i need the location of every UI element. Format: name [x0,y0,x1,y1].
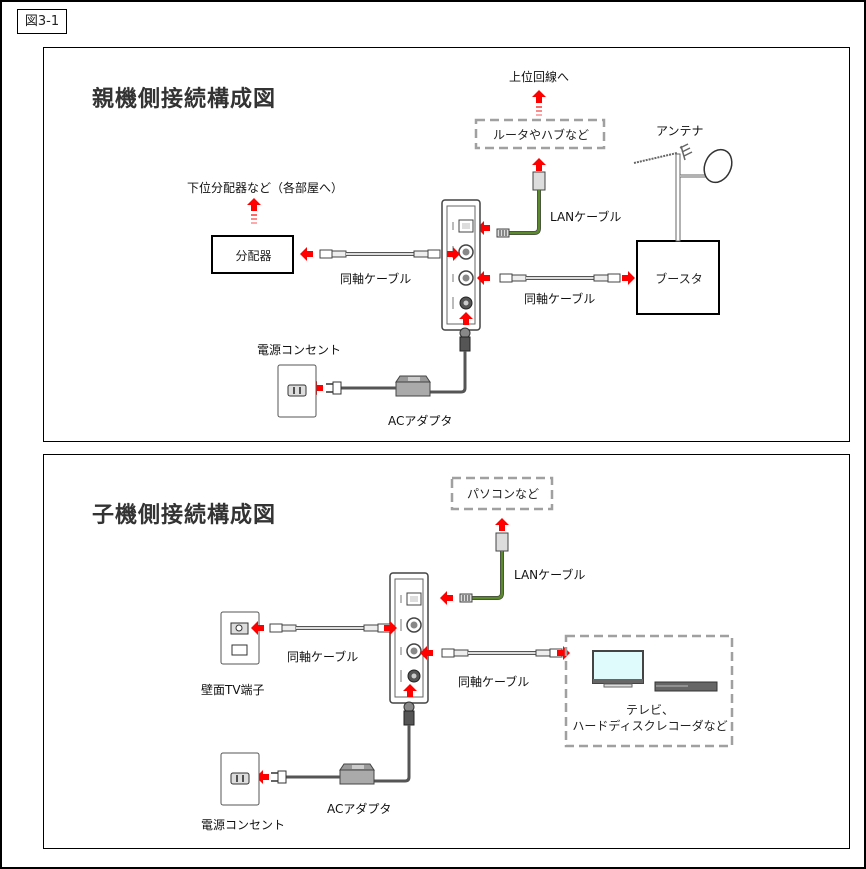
router-arrow [532,158,546,171]
parent-connection-panel: 親機側接続構成図 上位回線へ ルータやハブなど アンテナ LANケーブル 下位分… [43,47,850,442]
pc-label: パソコンなど [466,487,539,501]
lan-plug-side [459,593,473,603]
coax-cable-left [268,622,392,634]
lan-cable-label: LANケーブル [514,568,586,582]
figure-label: 図3-1 [17,9,67,34]
router-label: ルータやハブなど [492,128,589,142]
tv-arrow [557,646,570,660]
ac-adapter-label: ACアダプタ [327,802,392,816]
downstream-arrow [247,198,261,211]
coax-right-label: 同軸ケーブル [524,292,596,306]
wall-tv-label: 壁面TV端子 [201,683,265,697]
recorder-icon [654,681,718,692]
lan-cable [509,190,541,235]
lan-cable-label: LANケーブル [550,210,622,224]
coax-cable-right [498,272,622,284]
child-device [389,572,429,704]
antenna-label: アンテナ [656,124,704,138]
upstream-label: 上位回線へ [509,70,570,84]
coax-cable-right [440,647,564,659]
downstream-label: 下位分配器など（各部屋へ） [187,181,344,195]
tv-label-line2: ハードディスクレコーダなど [572,719,728,733]
lan-plug-top [532,171,546,191]
pc-box [450,476,554,511]
outlet-label: 電源コンセント [257,343,342,357]
child-panel-title: 子機側接続構成図 [92,503,277,528]
tv-icon [592,650,644,688]
outlet-label: 電源コンセント [201,818,286,832]
coax-right-label: 同軸ケーブル [458,675,530,689]
splitter-arrow [300,247,313,261]
coax-left-label: 同軸ケーブル [287,650,359,664]
parent-device [441,199,481,331]
parent-panel-title: 親機側接続構成図 [92,87,277,112]
upstream-arrow [532,90,546,103]
splitter-box [211,235,294,274]
parent-diagram-graphics [211,90,733,418]
booster-box [636,240,720,315]
antenna-icon [633,143,733,242]
booster-label: ブースタ [655,272,703,286]
ac-adapter-icon [339,763,375,785]
lan-cable [472,551,504,600]
coax-left-label: 同軸ケーブル [340,272,412,286]
lan-plug-side [496,228,510,238]
power-outlet-icon [277,364,317,418]
power-outlet-icon [220,752,260,806]
pc-arrow [495,518,509,531]
splitter-label: 分配器 [235,249,272,263]
lan-port-arrow [440,591,453,605]
coax-cable-left [318,248,442,260]
lan-plug-top [495,532,509,552]
child-diagram-graphics [220,476,734,806]
downstream-dash [251,214,257,224]
upstream-dash [536,106,542,116]
tv-label-line1: テレビ、 [625,703,674,717]
ac-adapter-label: ACアダプタ [388,414,453,428]
child-connection-panel: 子機側接続構成図 パソコンなど LANケーブル 同軸ケーブル 同軸ケーブル 壁面… [43,454,850,849]
tv-box [564,634,734,748]
router-box [474,118,606,150]
booster-arrow [622,271,635,285]
wall-tv-outlet-icon [220,611,260,665]
ac-adapter-icon [395,375,431,397]
